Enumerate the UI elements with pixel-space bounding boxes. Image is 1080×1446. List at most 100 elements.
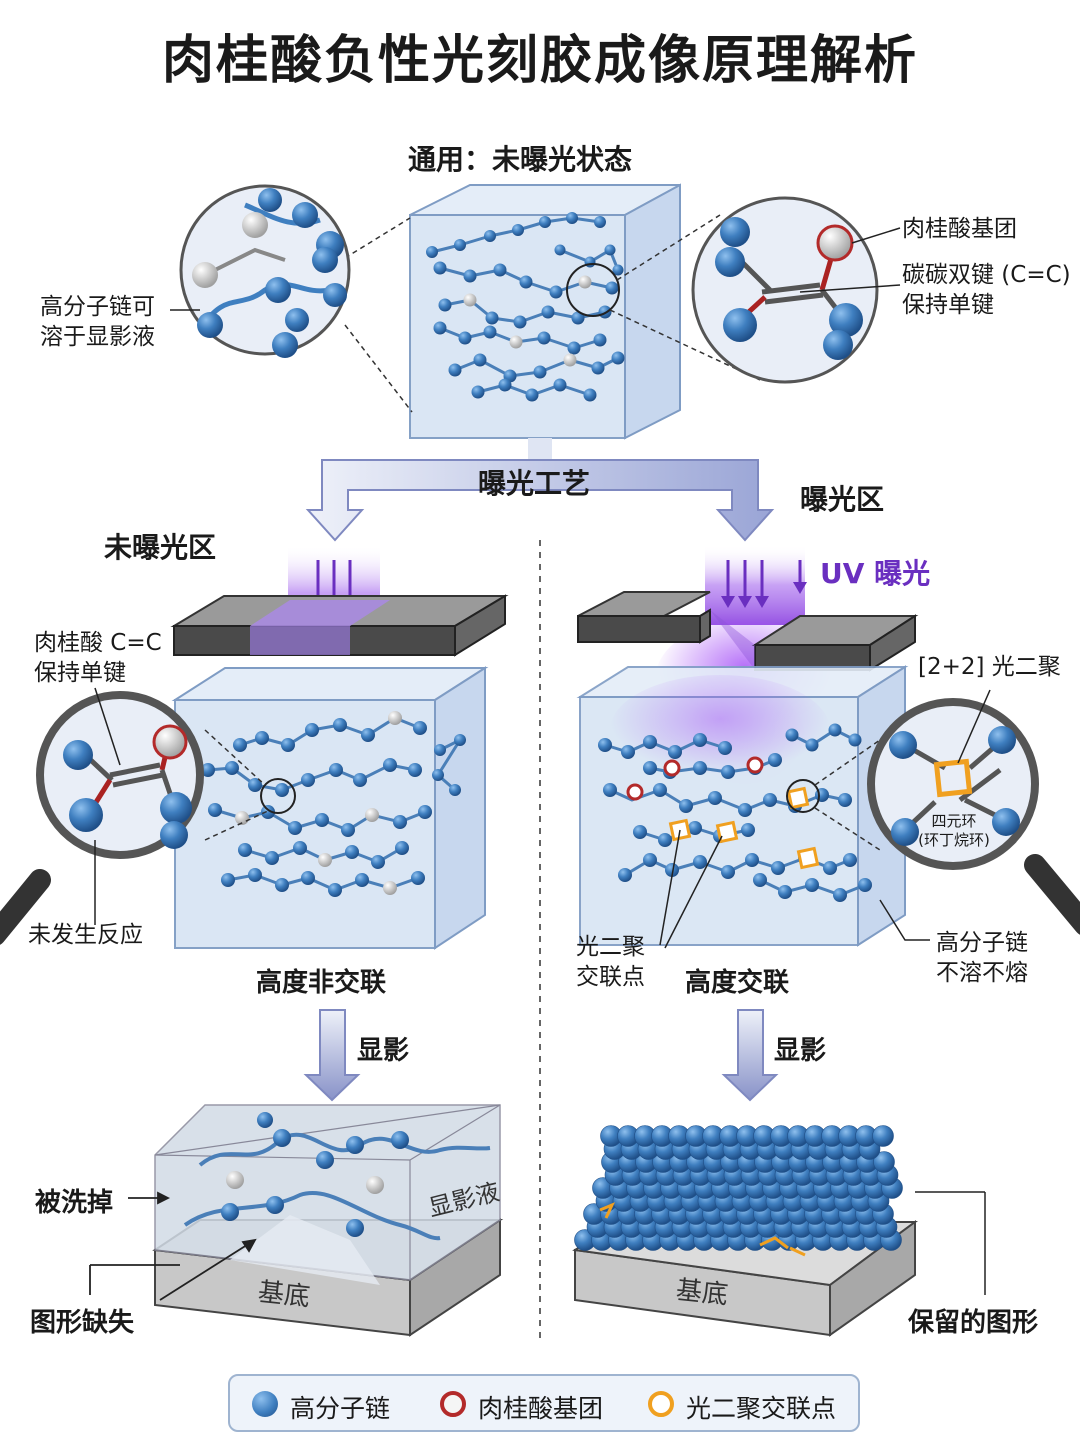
cinnamate-ring	[663, 759, 681, 777]
uv-exposure-label: UV 曝光	[820, 557, 931, 590]
chain-bead	[275, 783, 289, 797]
chain-bead	[355, 873, 369, 887]
chain-bead	[833, 888, 847, 902]
right-magnifier	[867, 689, 1080, 935]
chain-bead	[371, 855, 385, 869]
chain-bead	[745, 853, 759, 867]
double-bond-note: 碳碳双键 (C=C) 保持单键	[902, 262, 1071, 318]
right-substrate-label: 基底	[674, 1275, 730, 1311]
right-leaders	[659, 829, 930, 949]
chain-bead	[566, 212, 578, 224]
chain-bead	[225, 761, 239, 775]
chain-bead	[571, 311, 585, 325]
pattern-missing-label: 图形缺失	[30, 1308, 135, 1338]
chain-bead	[315, 813, 329, 827]
chain-bead	[393, 815, 407, 829]
chain-bead	[333, 718, 347, 732]
chain-bead	[721, 765, 735, 779]
chain-bead	[668, 745, 682, 759]
chain-bead	[553, 378, 567, 392]
chain-bead	[838, 793, 852, 807]
chain-bead	[395, 841, 409, 855]
top-right-leaders	[799, 227, 901, 293]
chain-bead	[408, 763, 422, 777]
left-leaders	[94, 687, 121, 925]
left-magnifier	[0, 691, 204, 945]
chain-bead	[426, 246, 438, 258]
cyclobutane-ring-label: 四元环 (环丁烷环)	[918, 812, 990, 849]
process-arrow	[305, 438, 775, 542]
chain-bead	[848, 733, 862, 747]
chain-bead	[498, 378, 512, 392]
cinnamate-side-group	[365, 808, 379, 822]
crosslink-point-note: 光二聚 交联点	[576, 934, 645, 990]
crosslinked-state: 高度交联	[685, 968, 790, 998]
left-polymer-chains	[201, 711, 466, 897]
chain-bead	[432, 769, 444, 781]
chain-bead	[275, 878, 289, 892]
cinnamate-ring	[626, 783, 644, 801]
cinnamate-side-group	[463, 293, 477, 307]
chain-bead	[688, 821, 702, 835]
chain-bead	[305, 723, 319, 737]
chain-bead	[449, 784, 461, 796]
top-left-note: 高分子链可 溶于显影液	[40, 294, 155, 350]
chain-bead	[591, 361, 605, 375]
chain-bead	[434, 744, 446, 756]
chain-bead	[612, 264, 624, 276]
chain-bead	[248, 868, 262, 882]
chain-bead	[679, 799, 693, 813]
chain-bead	[513, 315, 527, 329]
chain-bead	[483, 325, 497, 339]
chain-bead	[418, 805, 432, 819]
chain-bead	[345, 845, 359, 859]
cinnamate-side-group	[563, 353, 577, 367]
chain-bead	[458, 331, 472, 345]
chain-bead	[433, 261, 447, 275]
chain-bead	[858, 878, 872, 892]
washed-away-label: 被洗掉	[35, 1188, 114, 1218]
chain-bead	[693, 855, 707, 869]
chain-bead	[484, 230, 496, 242]
chain-bead	[771, 861, 785, 875]
chain-bead	[411, 871, 425, 885]
chain-bead	[448, 363, 462, 377]
chain-bead	[265, 851, 279, 865]
crosslink-point-icon	[648, 1391, 674, 1417]
chain-bead	[341, 823, 355, 837]
chain-bead	[255, 731, 269, 745]
chain-bead	[201, 763, 215, 777]
left-develop-arrow	[303, 1009, 361, 1102]
cinnamate-side-group	[578, 275, 592, 289]
chain-bead	[618, 868, 632, 882]
cinnamate-side-group	[383, 881, 397, 895]
chain-bead	[708, 791, 722, 805]
chain-bead	[238, 843, 252, 857]
unexposed-bond-note: 肉桂酸 C=C 保持单键	[34, 630, 162, 686]
chain-bead	[383, 758, 397, 772]
chain-bead	[463, 269, 477, 283]
chain-bead	[353, 773, 367, 787]
chain-bead	[633, 825, 647, 839]
left-result-leaders	[89, 1191, 257, 1301]
chain-bead	[233, 738, 247, 752]
left-develop-label: 显影	[357, 1036, 410, 1066]
cinnamate-group-label: 肉桂酸基团	[902, 216, 1017, 242]
exposed-heading: 曝光区	[800, 483, 885, 516]
cinnamate-side-group	[509, 335, 523, 349]
insoluble-note: 高分子链 不溶不熔	[936, 930, 1028, 986]
chain-bead	[658, 833, 672, 847]
chain-bead	[778, 885, 792, 899]
chain-bead	[261, 805, 275, 819]
left-substrate-label: 基底	[256, 1277, 312, 1313]
chain-bead	[598, 738, 612, 752]
chain-bead	[525, 388, 539, 402]
chain-bead	[288, 821, 302, 835]
crosslinked-sphere	[872, 1125, 894, 1147]
cinnamate-ring	[746, 756, 764, 774]
chain-bead	[828, 723, 842, 737]
chain-bead	[665, 863, 679, 877]
top-right-zoom-circle	[691, 196, 879, 384]
chain-bead	[554, 244, 566, 256]
chain-bead	[433, 321, 447, 335]
